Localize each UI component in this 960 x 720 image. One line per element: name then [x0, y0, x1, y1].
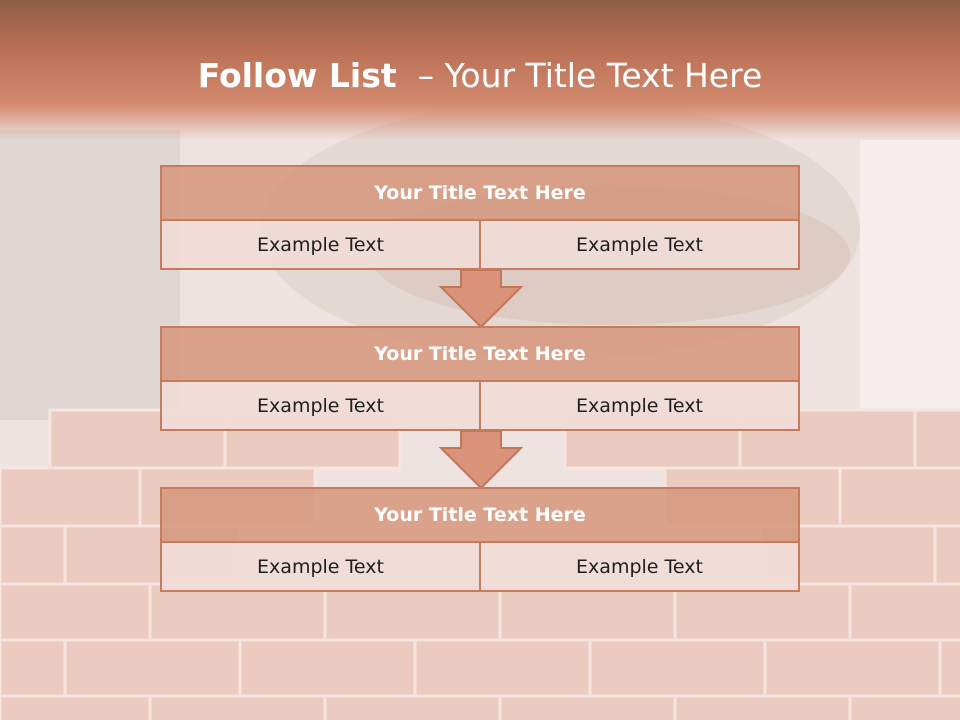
- block-title: Your Title Text Here: [160, 165, 800, 221]
- list-block-3: Your Title Text Here Example Text Exampl…: [160, 487, 800, 592]
- title-bar: [0, 0, 960, 140]
- block-cell-left: Example Text: [257, 394, 384, 417]
- down-arrow-icon: [438, 431, 524, 490]
- list-block-2: Your Title Text Here Example Text Exampl…: [160, 326, 800, 431]
- list-block-1: Your Title Text Here Example Text Exampl…: [160, 165, 800, 270]
- block-title: Your Title Text Here: [160, 326, 800, 382]
- block-cell-left: Example Text: [257, 555, 384, 578]
- down-arrow-icon: [438, 270, 524, 329]
- block-row: Example Text Example Text: [160, 221, 800, 270]
- block-row: Example Text Example Text: [160, 543, 800, 592]
- block-cell-right: Example Text: [479, 221, 798, 268]
- block-cell-right: Example Text: [479, 543, 798, 590]
- block-cell-right: Example Text: [479, 382, 798, 429]
- slide-title: Follow List – Your Title Text Here: [0, 56, 960, 95]
- block-title: Your Title Text Here: [160, 487, 800, 543]
- block-row: Example Text Example Text: [160, 382, 800, 431]
- slide-title-main: Follow List: [197, 56, 397, 95]
- block-cell-left: Example Text: [257, 233, 384, 256]
- slide-title-rest: – Your Title Text Here: [417, 56, 763, 95]
